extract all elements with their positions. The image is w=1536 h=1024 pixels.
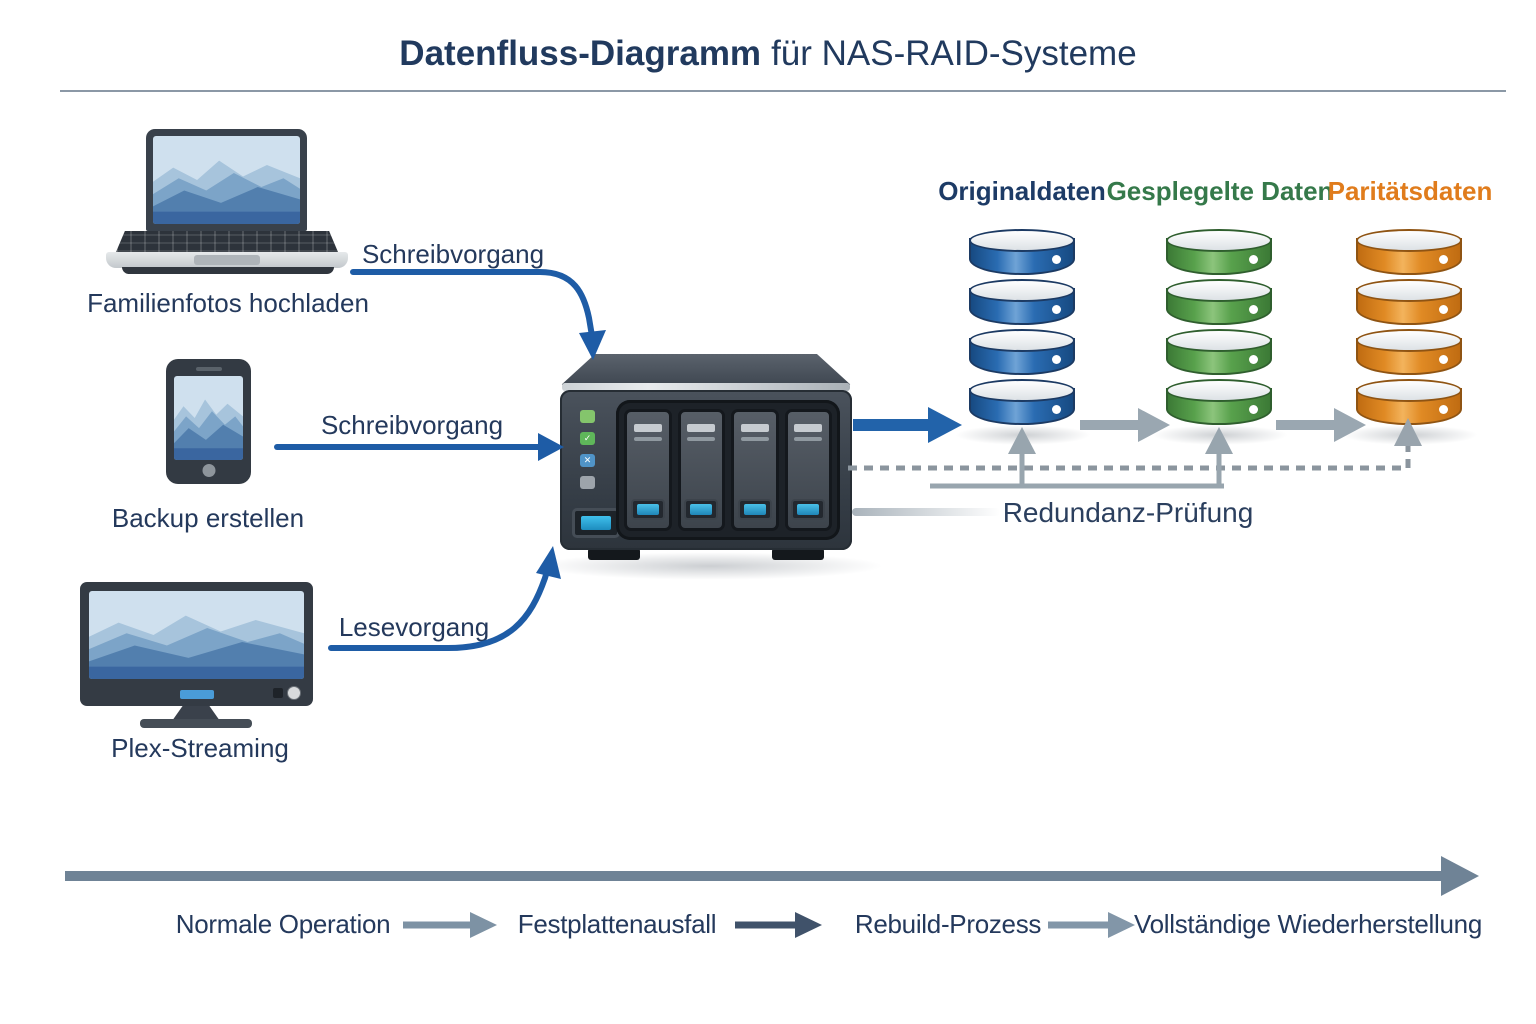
bay-led [690,504,713,515]
laptop-wallpaper [153,136,300,224]
source-label-phone: Backup erstellen [111,503,305,533]
drive-bay [624,409,672,531]
drive-bay [677,409,725,531]
laptop-base [122,267,334,274]
drive-bay [784,409,832,531]
laptop-icon [146,129,307,231]
disk-stack-mirror [1152,229,1288,445]
title-divider [60,90,1506,92]
led-network-icon: ✕ [580,454,595,467]
disk-platter [1356,279,1464,327]
disk-platter [969,379,1077,427]
nas-device-icon: ✓ ✕ [536,354,884,580]
write-arrow-laptop [350,269,606,360]
monitor-wallpaper [89,591,304,679]
monitor-button [273,688,283,698]
page-title-suffix: für NAS-RAID-Systeme [771,34,1137,73]
disk-platter [1356,229,1464,277]
laptop-deck [106,252,348,268]
bay-led [636,504,659,515]
monitor-stand [172,706,220,721]
nas-foot [772,548,824,560]
disk-platter [969,279,1077,327]
phone-wallpaper [174,376,243,460]
nas-highlight-stripe [562,383,850,391]
led-power-icon [580,410,595,423]
nas-front-face: ✓ ✕ [560,390,852,550]
drive-bay [731,409,779,531]
nas-top-face [560,354,852,386]
monitor-base [140,719,252,728]
stage-arrow-3 [1048,912,1135,938]
page-title-main: Datenfluss-Diagramm [399,34,762,73]
timeline-stage-4: Vollständige Wiederherstellung [1134,909,1482,939]
laptop-touchpad [194,255,260,265]
timeline-stage-3: Rebuild-Prozess [854,909,1042,939]
disk-stack-original [955,229,1091,445]
arrow-label-read-monitor: Lesevorgang [338,612,490,642]
phone-speaker [195,367,222,371]
timeline-arrowhead-icon [1441,856,1479,896]
disk-platter [969,229,1077,277]
parity-dashed-arrow [848,418,1422,471]
nas-power-button [572,508,620,538]
timeline-bar [65,871,1443,881]
monitor-logo-bar [179,690,214,699]
nas-drive-bay-panel [616,400,840,540]
bay-led [797,504,820,515]
laptop-keyboard [116,231,338,252]
monitor-icon [80,582,313,706]
nas-status-leds: ✓ ✕ [580,410,595,489]
led-status-ok-icon: ✓ [580,432,595,445]
disk-platter [1166,229,1274,277]
disk-platter [1356,329,1464,377]
monitor-power-knob [287,686,301,700]
smartphone-icon [166,359,251,484]
arrow-label-write-laptop: Schreibvorgang [361,239,545,269]
source-label-laptop: Familienfotos hochladen [87,288,369,318]
stack-label-original: Originaldaten [938,176,1106,206]
disk-platter [1356,379,1464,427]
nas-foot [588,548,640,560]
disk-platter [1166,279,1274,327]
disk-platter [969,329,1077,377]
stack-label-parity: Paritätsdaten [1327,176,1493,206]
source-label-monitor: Plex-Streaming [111,733,289,763]
disk-platter [1166,379,1274,427]
nas-to-original-arrow [853,407,962,443]
stack-label-mirror: Gesplegelte Daten [1106,176,1334,206]
bay-led [743,504,766,515]
stage-arrow-2 [735,912,822,938]
timeline-stage-1: Normale Operation [175,909,391,939]
disk-stack-parity [1342,229,1478,445]
nas-output-fade-line [852,508,1000,516]
stage-arrow-1 [403,912,497,938]
phone-home-button [202,464,215,477]
nas-power-light [581,516,611,530]
redundancy-check-label: Redundanz-Prüfung [1002,497,1254,528]
led-idle-icon [580,476,595,489]
disk-platter [1166,329,1274,377]
timeline-stage-2: Festplattenausfall [517,909,717,939]
arrow-label-write-phone: Schreibvorgang [320,410,504,440]
